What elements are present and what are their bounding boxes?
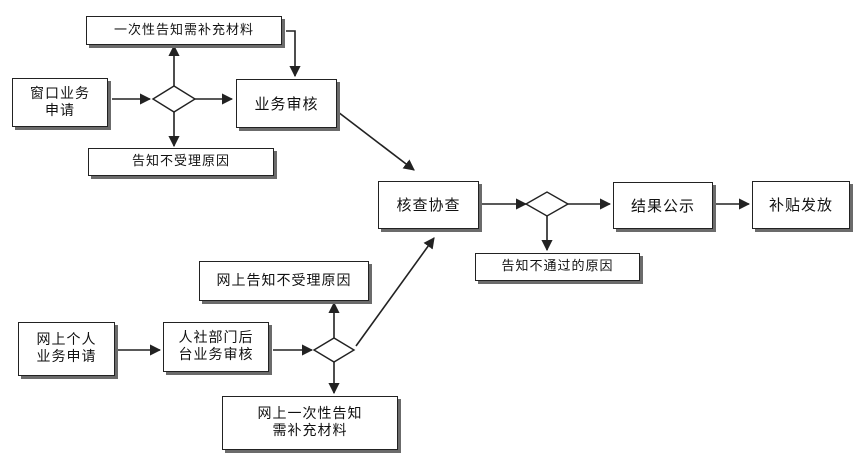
node-business-review: 业务审核 xyxy=(236,79,337,128)
node-fail-reason: 告知不通过的原因 xyxy=(475,253,640,281)
decision-diamond-window xyxy=(151,85,197,113)
arrow-review-to-verify xyxy=(337,111,415,171)
node-result-publicity: 结果公示 xyxy=(613,182,713,229)
arrow-diamond3-to-verify xyxy=(355,237,435,347)
node-online-apply: 网上个人 业务申请 xyxy=(18,322,115,376)
decision-diamond-online xyxy=(312,337,356,363)
node-window-apply: 窗口业务 申请 xyxy=(12,78,108,127)
node-subsidy-payment: 补贴发放 xyxy=(752,181,850,229)
node-verify: 核查协查 xyxy=(378,181,479,229)
node-backend-review: 人社部门后 台业务审核 xyxy=(163,322,269,372)
node-online-supplement: 网上一次性告知 需补充材料 xyxy=(222,396,398,450)
node-online-reject-reason: 网上告知不受理原因 xyxy=(199,261,369,301)
node-reject-reason: 告知不受理原因 xyxy=(88,148,274,176)
decision-diamond-verify xyxy=(524,191,570,217)
arrow-supplement-to-review xyxy=(286,30,301,78)
node-supplement-once: 一次性告知需补充材料 xyxy=(86,16,282,45)
